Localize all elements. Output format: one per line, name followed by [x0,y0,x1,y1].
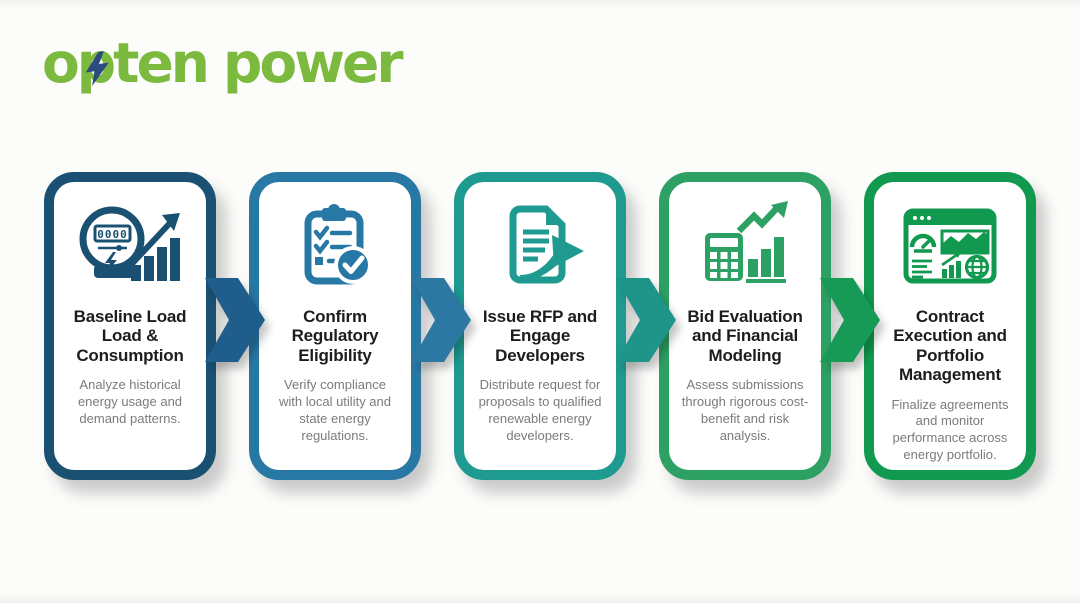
logo-text: opten power [42,31,403,95]
step-title: Issue RFP and Engage Developers [482,307,598,365]
step-title: Confirm Regulatory Eligibility [291,307,379,365]
chevron-right-icon [820,278,880,362]
step-card-bid-evaluation: Bid Evaluation and Financial Modeling As… [659,172,831,480]
chevron-right-icon [616,278,676,362]
step-title: Bid Evaluation and Financial Modeling [687,307,803,365]
step-card-issue-rfp: Issue RFP and Engage Developers Distribu… [454,172,626,480]
chevron-right-icon [205,278,265,362]
step-description: Analyze historical energy usage and dema… [77,377,183,426]
step-card-contract-execution: Contract Execution and Portfolio Managem… [864,172,1036,480]
step-description: Distribute request for proposals to qual… [478,377,602,443]
energy-meter-bar-chart-icon: 0000 [74,196,186,298]
step-title: Baseline Load Load & Consumption [73,307,187,365]
chevron-arrow-1 [205,278,265,362]
chevron-arrow-2 [411,278,471,362]
step-description: Assess submissions through rigorous cost… [681,377,809,443]
chevron-right-icon [411,278,471,362]
step-card-regulatory-eligibility: Confirm Regulatory Eligibility Verify co… [249,172,421,480]
chevron-arrow-4 [820,278,880,362]
opten-power-logo: opten power [42,31,403,108]
step-title: Contract Execution and Portfolio Managem… [893,307,1007,385]
rfp-document-arrow-icon [490,196,590,298]
step-card-baseline-load: 0000 Baseline Load Load & Consumption An… [44,172,216,480]
clipboard-checklist-icon [285,196,385,298]
chevron-arrow-3 [616,278,676,362]
dashboard-portfolio-icon [898,196,1002,298]
lightning-bolt-icon [85,51,109,87]
step-description: Finalize agreements and monitor performa… [891,396,1009,463]
svg-text:0000: 0000 [97,228,128,241]
calculator-growth-chart-icon [695,196,795,298]
step-description: Verify compliance with local utility and… [279,377,391,443]
process-steps-row: 0000 Baseline Load Load & Consumption An… [44,172,1036,480]
